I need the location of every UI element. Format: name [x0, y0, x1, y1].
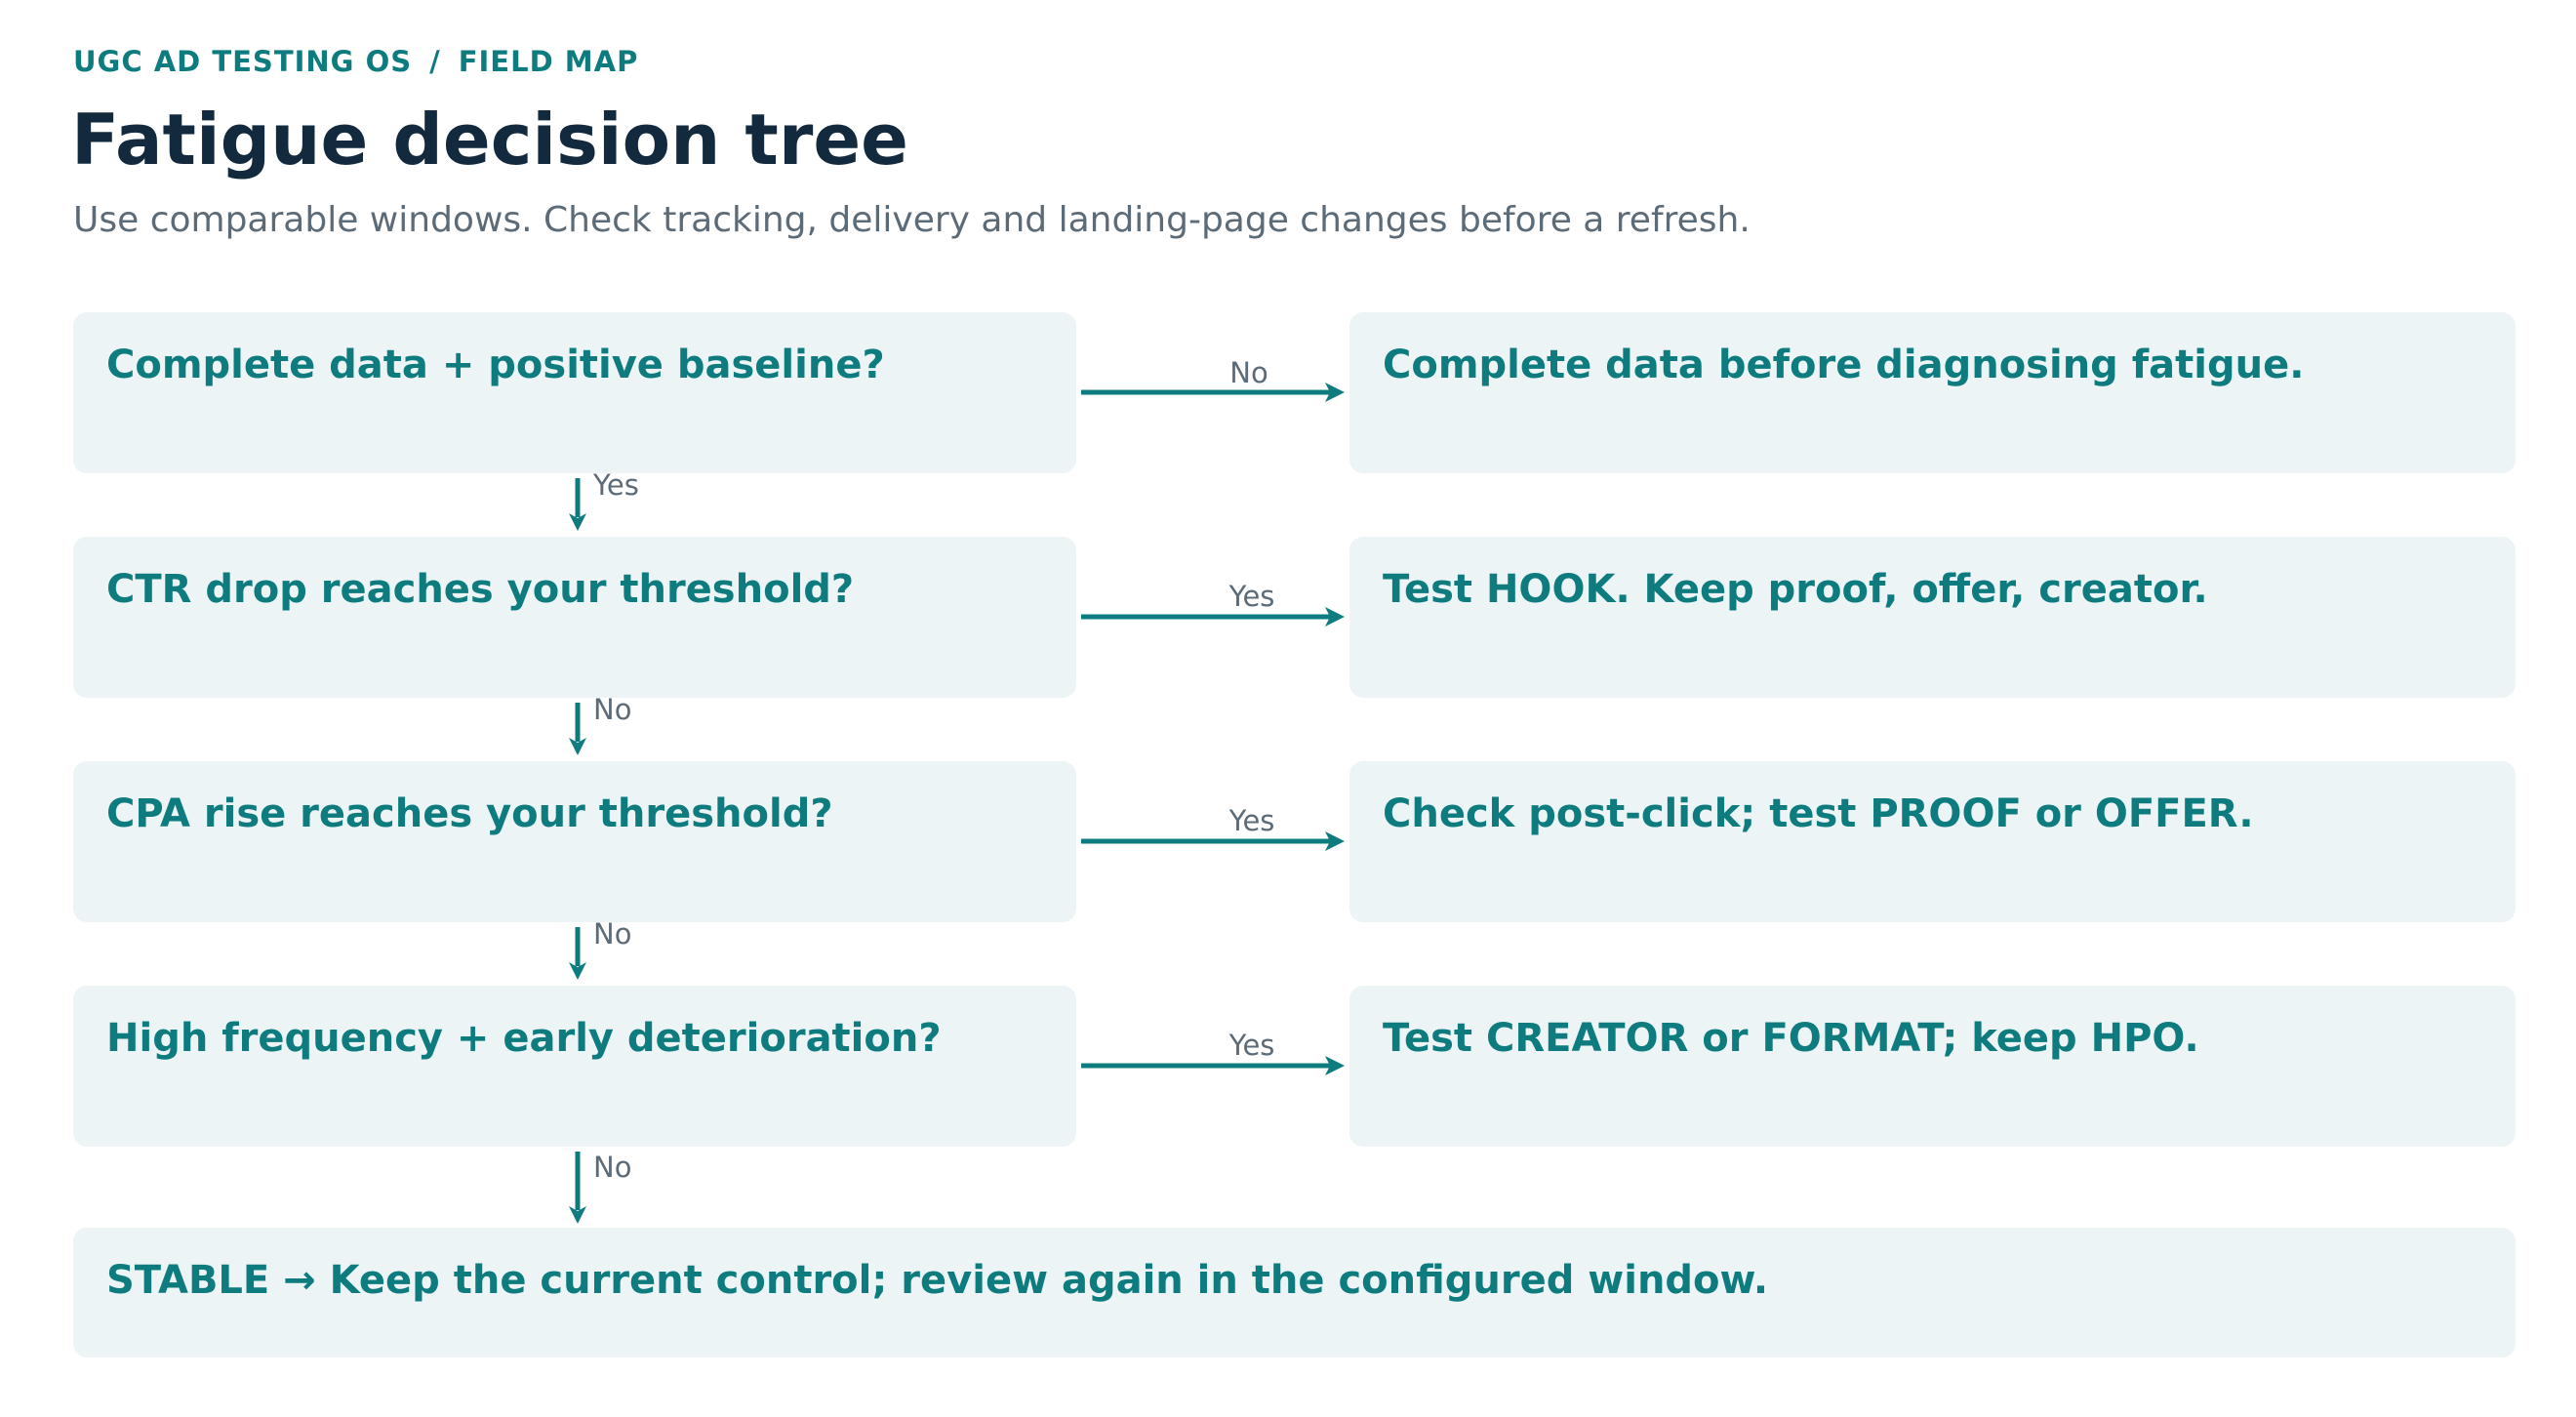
page-subtitle: Use comparable windows. Check tracking, … [73, 200, 1751, 240]
question-node-cpa-rise: CPA rise reaches your threshold? [73, 761, 1076, 922]
branch-label: Yes [1228, 804, 1275, 837]
next-label: No [593, 917, 631, 951]
arrow-right-1: No [1081, 356, 1345, 402]
arrow-down-2: No [569, 693, 631, 755]
question-node-ctr-drop: CTR drop reaches your threshold? [73, 537, 1076, 698]
action-node-test-hook: Test HOOK. Keep proof, offer, creator. [1349, 537, 2516, 698]
question-text: Complete data + positive baseline? [106, 343, 885, 387]
arrow-right-4: Yes [1081, 1029, 1345, 1075]
next-label: Yes [592, 468, 639, 502]
branch-label: Yes [1228, 1029, 1275, 1062]
arrow-down-4: No [569, 1151, 631, 1224]
arrow-right-2: Yes [1081, 580, 1345, 627]
action-text: Test HOOK. Keep proof, offer, creator. [1383, 567, 2208, 612]
breadcrumb-app[interactable]: UGC AD TESTING OS [73, 45, 413, 78]
question-text: CPA rise reaches your threshold? [106, 791, 833, 836]
arrow-down-3: No [569, 917, 631, 980]
action-node-test-proof-offer: Check post-click; test PROOF or OFFER. [1349, 761, 2516, 922]
breadcrumb-separator: / [429, 45, 441, 78]
next-label: No [593, 693, 631, 726]
next-label: No [593, 1151, 631, 1184]
action-text: Test CREATOR or FORMAT; keep HPO. [1383, 1016, 2199, 1061]
question-text: CTR drop reaches your threshold? [106, 567, 855, 612]
question-text: High frequency + early deterioration? [106, 1016, 942, 1061]
breadcrumb-section: FIELD MAP [458, 45, 639, 78]
branch-label: Yes [1228, 580, 1275, 613]
branch-label: No [1229, 356, 1268, 389]
action-node-test-creator-format: Test CREATOR or FORMAT; keep HPO. [1349, 986, 2516, 1147]
final-node-stable: STABLE → Keep the current control; revie… [73, 1228, 2516, 1357]
question-node-data-baseline: Complete data + positive baseline? [73, 312, 1076, 473]
action-node-complete-data: Complete data before diagnosing fatigue. [1349, 312, 2516, 473]
final-text: STABLE → Keep the current control; revie… [106, 1258, 1769, 1303]
breadcrumb: UGC AD TESTING OS / FIELD MAP [73, 45, 638, 78]
arrow-right-3: Yes [1081, 804, 1345, 851]
arrow-down-1: Yes [569, 468, 639, 531]
action-text: Check post-click; test PROOF or OFFER. [1383, 791, 2254, 836]
page-title: Fatigue decision tree [71, 99, 908, 181]
action-text: Complete data before diagnosing fatigue. [1383, 343, 2305, 387]
question-node-frequency: High frequency + early deterioration? [73, 986, 1076, 1147]
